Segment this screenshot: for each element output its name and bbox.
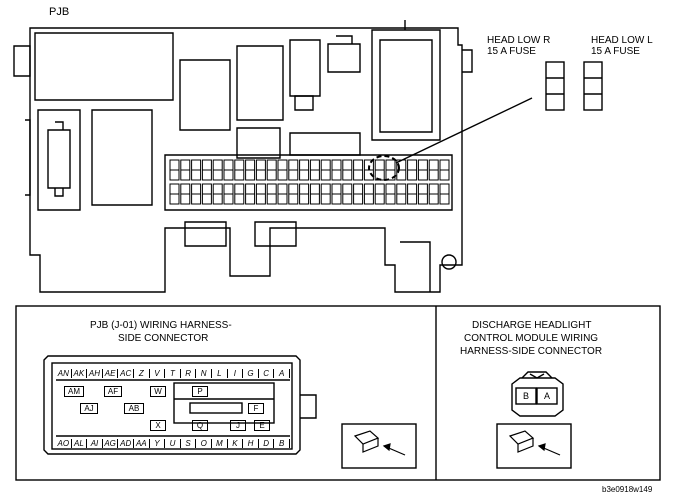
pin-k: K xyxy=(228,439,244,448)
pin-a: A xyxy=(274,369,290,378)
pin-w: W xyxy=(150,386,166,397)
pin-al: AL xyxy=(72,439,88,448)
pin-ac: AC xyxy=(118,369,134,378)
pin-v: V xyxy=(150,369,166,378)
pin-r: R xyxy=(181,369,197,378)
pin-u: U xyxy=(165,439,181,448)
pin-n: N xyxy=(196,369,212,378)
pin-x: X xyxy=(150,420,166,431)
fuse-right-icon xyxy=(545,61,565,111)
pin-af: AF xyxy=(104,386,122,397)
pin-h: H xyxy=(243,439,259,448)
pjb-diagram xyxy=(13,20,603,293)
pin-z: Z xyxy=(134,369,150,378)
pjb-label: PJB xyxy=(49,6,70,18)
plug-pictograph-icon xyxy=(353,430,406,456)
pin-ag: AG xyxy=(103,439,119,448)
pin-ak: AK xyxy=(72,369,88,378)
pin-aj: AJ xyxy=(80,403,98,414)
pin-e: E xyxy=(254,420,270,431)
figure-code: b3e0918w149 xyxy=(602,485,653,494)
pin-ai: AI xyxy=(87,439,103,448)
pin-ab: AB xyxy=(124,403,144,414)
pin-ad: AD xyxy=(118,439,134,448)
fuse-right-label: HEAD LOW R 15 A FUSE xyxy=(487,35,551,57)
fuse-left-icon xyxy=(583,61,603,111)
headlight-connector-shell xyxy=(511,377,564,417)
headlight-pin-b: B xyxy=(522,391,529,401)
pin-m: M xyxy=(212,439,228,448)
pin-ah: AH xyxy=(87,369,103,378)
pin-c: C xyxy=(259,369,275,378)
pin-j: J xyxy=(230,420,246,431)
pin-y: Y xyxy=(150,439,166,448)
pin-g: G xyxy=(243,369,259,378)
plug-pictograph-icon xyxy=(508,430,561,456)
pjb-connector-title-2: SIDE CONNECTOR xyxy=(118,333,209,344)
headlight-connector-title-3: HARNESS-SIDE CONNECTOR xyxy=(460,346,603,357)
headlight-pin-a: A xyxy=(543,391,550,401)
pjb-connector-title-1: PJB (J-01) WIRING HARNESS- xyxy=(90,320,232,331)
headlight-connector-title-2: CONTROL MODULE WIRING xyxy=(464,333,599,344)
pjb-housing xyxy=(29,27,463,293)
pin-q: Q xyxy=(192,420,208,431)
pin-ae: AE xyxy=(103,369,119,378)
pin-l: L xyxy=(212,369,228,378)
pin-f: F xyxy=(248,403,264,414)
pin-s: S xyxy=(181,439,197,448)
pin-aa: AA xyxy=(134,439,150,448)
headlight-connector-title-1: DISCHARGE HEADLIGHT xyxy=(472,320,592,331)
pin-p: P xyxy=(192,386,208,397)
pin-t: T xyxy=(165,369,181,378)
fuse-left-label: HEAD LOW L 15 A FUSE xyxy=(591,35,653,57)
pin-am: AM xyxy=(64,386,84,397)
pin-i: I xyxy=(228,369,244,378)
pin-b: B xyxy=(274,439,290,448)
pin-an: AN xyxy=(56,369,72,378)
highlighted-fuse-marker xyxy=(368,155,400,181)
pin-ao: AO xyxy=(56,439,72,448)
pin-o: O xyxy=(196,439,212,448)
pin-d: D xyxy=(259,439,275,448)
